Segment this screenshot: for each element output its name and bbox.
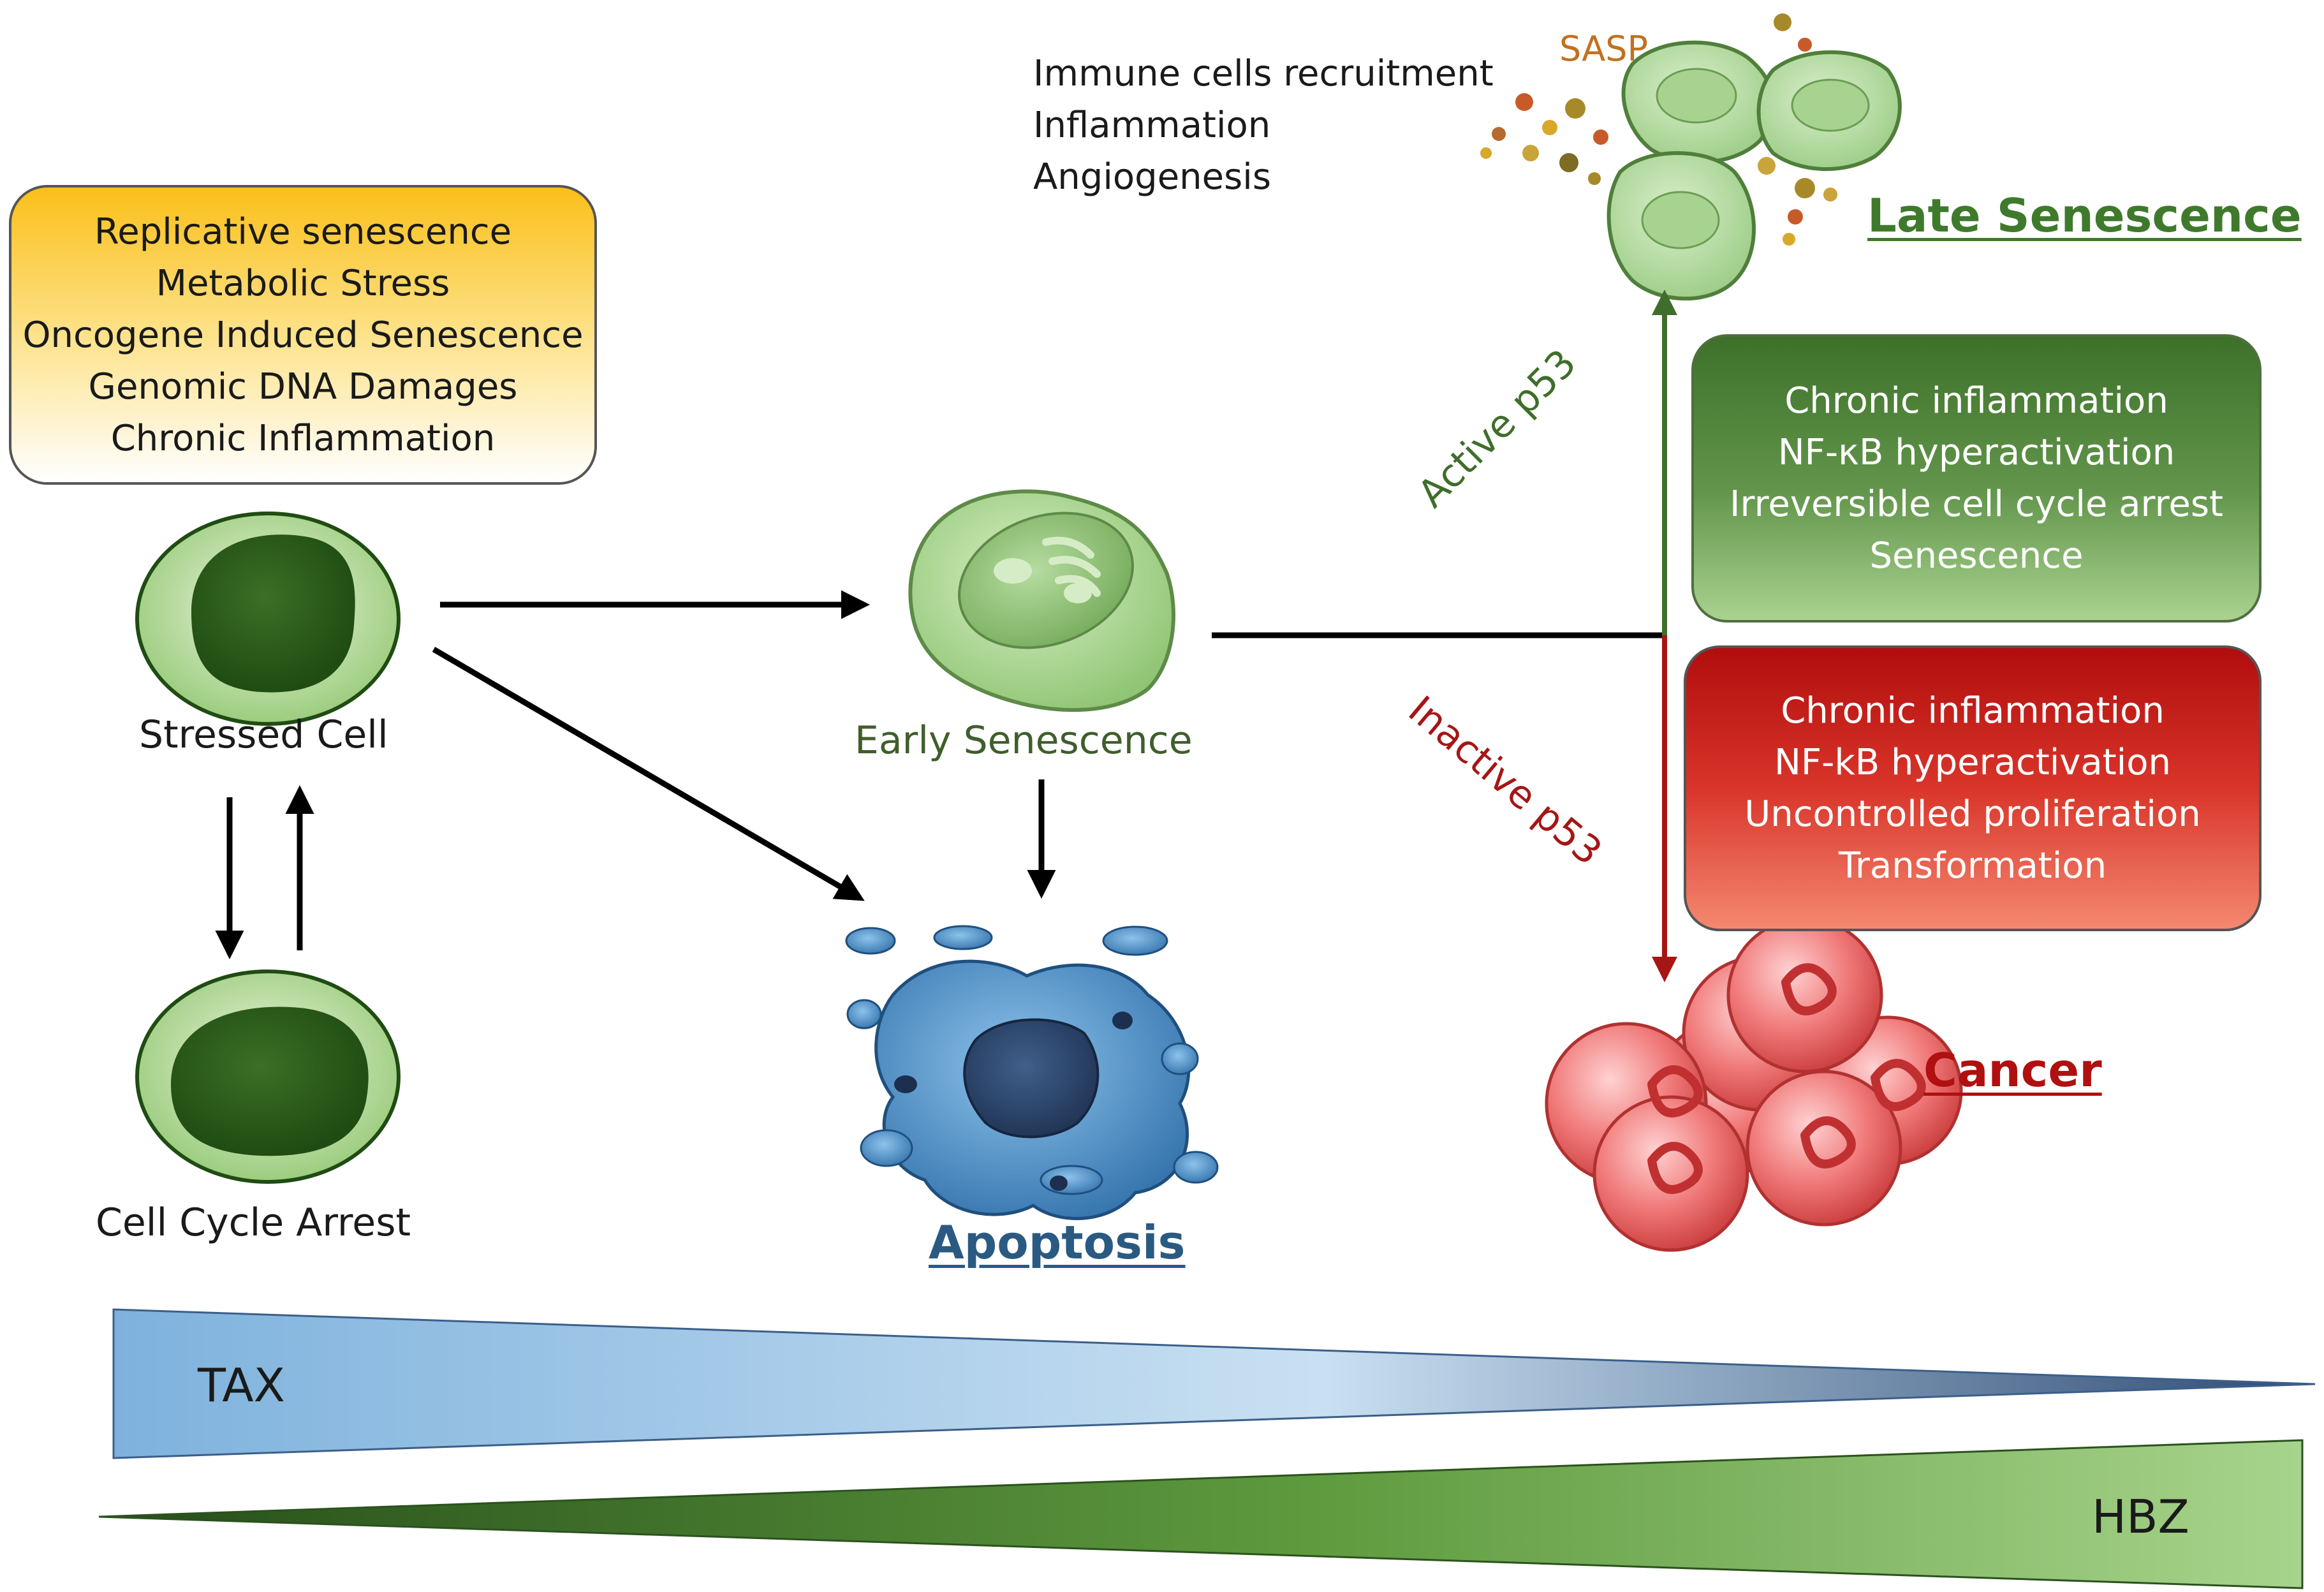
- sasp-effect-item: Inflammation: [1033, 105, 1271, 146]
- cancer-features-box: Chronic inflammation NF-kB hyperactivati…: [1684, 645, 2261, 931]
- cancer-feature-item: NF-kB hyperactivation: [1774, 742, 2171, 783]
- late-feature-item: Senescence: [1869, 535, 2084, 577]
- cancer-feature-item: Uncontrolled proliferation: [1744, 793, 2201, 835]
- sasp-effects-list: Immune cells recruitment Inflammation An…: [1033, 48, 1494, 203]
- sasp-particles-icon: [1480, 13, 1837, 246]
- stress-factor-item: Metabolic Stress: [156, 262, 450, 304]
- stressed-cell-icon: [135, 512, 401, 726]
- arrested-cell-icon: [135, 969, 401, 1184]
- stress-factors-box: Replicative senescence Metabolic Stress …: [9, 185, 597, 485]
- early-senescence-label: Early Senescence: [855, 718, 1193, 763]
- hbz-gradient-wedge: [98, 1439, 2304, 1589]
- stress-factor-item: Chronic Inflammation: [110, 417, 496, 459]
- sasp-label: SASP: [1559, 29, 1649, 69]
- stressed-cell-label: Stressed Cell: [139, 712, 388, 757]
- cancer-label: Cancer: [1923, 1043, 2102, 1097]
- late-senescence-cells-icon: [1607, 40, 1902, 301]
- late-senescence-features-box: Chronic inflammation NF-κB hyperactivati…: [1691, 334, 2261, 623]
- late-feature-item: Chronic inflammation: [1784, 380, 2168, 422]
- late-senescence-label: Late Senescence: [1867, 189, 2302, 242]
- cancer-feature-item: Transformation: [1838, 845, 2107, 887]
- cell-cycle-arrest-label: Cell Cycle Arrest: [96, 1200, 411, 1245]
- stress-factor-item: Genomic DNA Damages: [88, 365, 518, 408]
- arrow-stressed-to-apoptosis: [432, 647, 865, 901]
- sasp-effect-item: Immune cells recruitment: [1033, 53, 1494, 94]
- cancer-cells-icon: [1545, 917, 1963, 1252]
- late-feature-item: Irreversible cell cycle arrest: [1730, 483, 2223, 525]
- tax-label: TAX: [198, 1359, 285, 1412]
- apoptosis-cell-icon: [845, 925, 1219, 1220]
- apoptosis-label: Apoptosis: [929, 1216, 1186, 1269]
- early-senescence-cell-icon: [908, 489, 1175, 712]
- cancer-feature-item: Chronic inflammation: [1781, 690, 2165, 732]
- late-feature-item: NF-κB hyperactivation: [1777, 432, 2175, 473]
- hbz-label: HBZ: [2092, 1490, 2189, 1544]
- stress-factor-item: Oncogene Induced Senescence: [22, 314, 584, 356]
- sasp-effect-item: Angiogenesis: [1033, 156, 1272, 198]
- tax-gradient-wedge: [112, 1308, 2316, 1459]
- stress-factor-item: Replicative senescence: [94, 210, 512, 253]
